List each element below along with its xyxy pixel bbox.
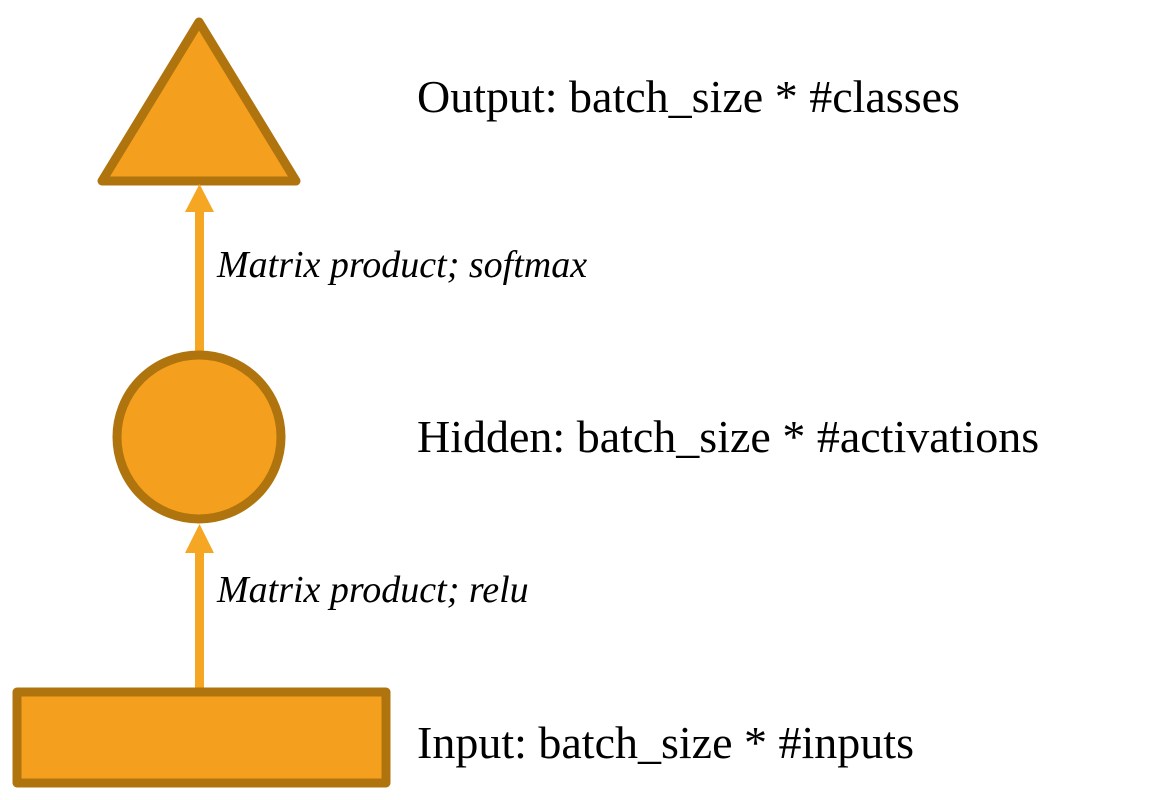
input-layer-label: Input: batch_size * #inputs — [417, 717, 914, 768]
triangle-shape[interactable] — [97, 17, 301, 186]
output-layer-label: Output: batch_size * #classes — [417, 71, 960, 122]
arrow-input-to-hidden[interactable] — [185, 524, 214, 690]
circle-shape[interactable] — [112, 350, 286, 524]
arrow-hidden-to-output[interactable] — [185, 184, 214, 354]
arrowhead-up-icon — [185, 524, 214, 553]
edge-label-hidden-to-output: Matrix product; softmax — [217, 244, 588, 286]
arrow-shaft — [195, 196, 204, 354]
arrowhead-up-icon — [185, 184, 214, 212]
hidden-layer-label: Hidden: batch_size * #activations — [417, 411, 1040, 462]
arrow-shaft — [195, 540, 204, 690]
edge-label-input-to-hidden: Matrix product; relu — [217, 569, 529, 611]
rectangle-shape[interactable] — [12, 687, 391, 788]
